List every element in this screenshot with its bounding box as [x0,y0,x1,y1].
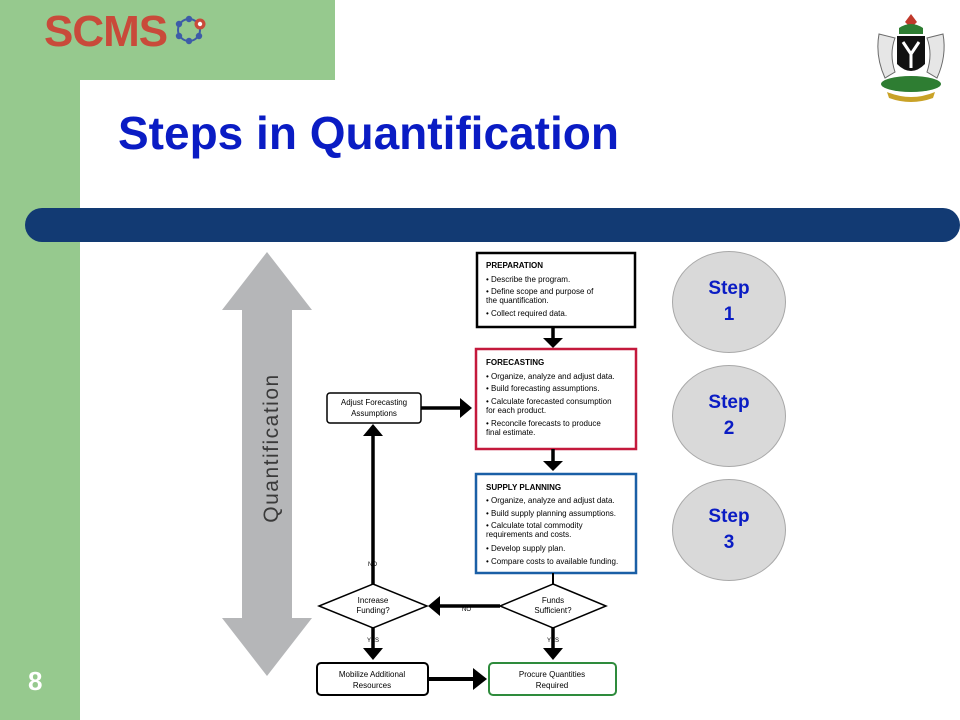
forecasting-box: FORECASTING • Organize, analyze and adju… [474,347,638,451]
forecasting-bullet: • Organize, analyze and adjust data. [486,372,615,381]
supply-bullet: requirements and costs. [486,530,571,539]
coat-of-arms-icon [877,14,945,102]
funds-sufficient-diamond: Funds Sufficient? [498,583,608,629]
svg-text:Increase: Increase [358,596,389,605]
page-title: Steps in Quantification [118,107,619,159]
supply-bullet: • Build supply planning assumptions. [486,509,616,518]
preparation-box: PREPARATION • Describe the program. • De… [475,251,637,329]
svg-text:Required: Required [536,681,568,690]
forecasting-bullet: final estimate. [486,428,535,437]
preparation-bullet: the quantification. [486,296,549,305]
quantification-double-arrow [222,252,312,676]
label-no-mid: NO [462,607,471,613]
forecasting-bullet: • Reconcile forecasts to produce [486,419,601,428]
procure-quantities-box: Procure Quantities Required [488,662,617,696]
logo-network-icon [175,15,206,45]
supply-bullet: • Calculate total commodity [486,521,583,530]
step-2-word: Step [708,392,750,414]
svg-text:Assumptions: Assumptions [351,409,397,418]
logo-text: SCMS [44,7,168,56]
svg-text:Mobilize Additional: Mobilize Additional [339,670,405,679]
svg-text:Resources: Resources [353,681,391,690]
step-2-number: 2 [723,418,735,439]
label-yes-right: YES [547,638,559,644]
preparation-bullet: • Collect required data. [486,309,567,318]
step-2-circle: Step 2 [672,365,786,467]
side-band [0,0,80,720]
title-divider [25,208,960,242]
preparation-heading: PREPARATION [486,261,543,270]
supply-heading: SUPPLY PLANNING [486,483,561,492]
step-1-number: 1 [723,304,735,325]
increase-funding-diamond: Increase Funding? [317,583,429,629]
svg-text:Sufficient?: Sufficient? [534,606,572,615]
supply-planning-box: SUPPLY PLANNING • Organize, analyze and … [474,472,638,575]
step-1-circle: Step 1 [672,251,786,353]
supply-bullet: • Develop supply plan. [486,544,565,553]
svg-text:Adjust Forecasting: Adjust Forecasting [341,398,407,407]
label-no-top: NO [368,562,377,568]
supply-bullet: • Compare costs to available funding. [486,557,618,566]
mobilize-resources-box: Mobilize Additional Resources [316,662,429,696]
step-3-number: 3 [723,532,735,553]
scms-logo: SCMS [44,10,209,54]
forecasting-bullet: for each product. [486,406,546,415]
supply-bullet: • Organize, analyze and adjust data. [486,496,615,505]
preparation-bullet: • Describe the program. [486,275,570,284]
svg-text:Funds: Funds [542,596,564,605]
forecasting-bullet: • Calculate forecasted consumption [486,397,612,406]
step-3-circle: Step 3 [672,479,786,581]
svg-text:Procure Quantities: Procure Quantities [519,670,585,679]
forecasting-bullet: • Build forecasting assumptions. [486,384,600,393]
step-1-word: Step [708,278,750,300]
slide-number: 8 [28,666,43,696]
adjust-forecasting-box: Adjust Forecasting Assumptions [326,392,422,424]
svg-text:Funding?: Funding? [356,606,390,615]
label-yes-left: YES [367,638,379,644]
top-band [0,0,335,80]
preparation-bullet: • Define scope and purpose of [486,287,594,296]
quantification-label: Quantification [260,373,283,522]
forecasting-heading: FORECASTING [486,358,544,367]
step-3-word: Step [708,506,750,528]
